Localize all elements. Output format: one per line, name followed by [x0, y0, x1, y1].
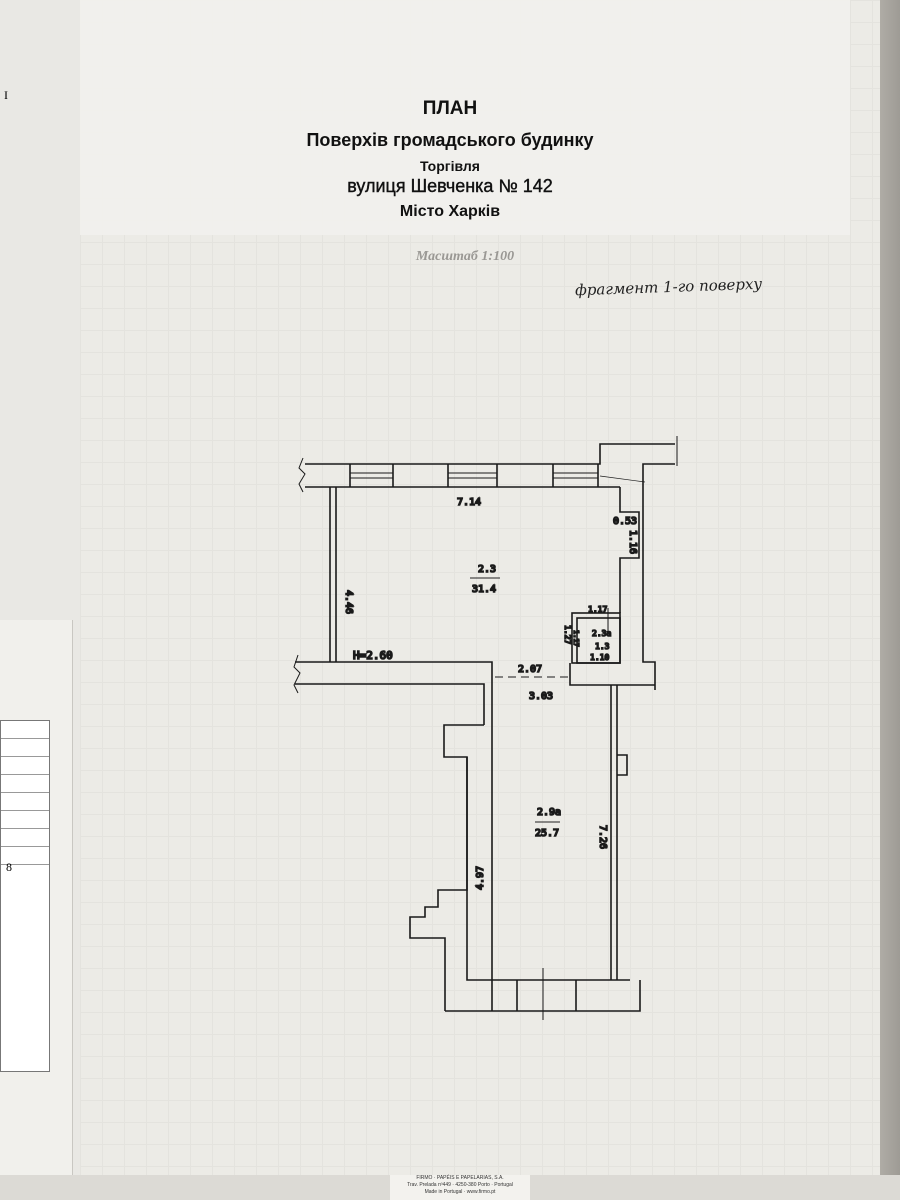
dim-niche-h: 1.16 — [627, 530, 638, 554]
dim-lower-right: 7.26 — [597, 825, 608, 849]
top-wall — [298, 436, 678, 493]
room-small-number: 2.3а — [592, 629, 611, 638]
footer-line-3: Made in Portugal · www.firmo.pt — [424, 1189, 496, 1195]
paper-manufacturer-label: FIRMO · PAPÉIS E PAPELARIAS, S.A. Trav. … — [390, 1175, 530, 1200]
side-mark: I — [4, 88, 8, 102]
lower-room — [409, 685, 641, 1020]
ceiling-height: H=2.60 — [353, 649, 393, 662]
plan-address: вулиця Шевченка № 142 — [347, 176, 553, 196]
room-main-area: 31.4 — [472, 584, 496, 595]
right-walls — [599, 463, 675, 690]
dim-opening: 2.07 — [518, 664, 542, 675]
dim-left-main: 4.46 — [343, 590, 354, 614]
plan-purpose: Торгівля — [420, 158, 480, 174]
side-number: 8 — [6, 860, 12, 874]
dim-lower-top: 3.03 — [529, 691, 553, 702]
header-overlay — [80, 0, 850, 235]
footer-line-1: FIRMO · PAPÉIS E PAPELARIAS, S.A. — [416, 1175, 504, 1181]
plan-scale: Масштаб 1:100 — [415, 249, 515, 264]
room-lower-area: 25.7 — [535, 828, 559, 839]
side-table — [0, 720, 50, 1072]
footer-line-2: Trav. Prelada nº449 · 4250-380 Porto · P… — [407, 1182, 513, 1188]
dim-small-bottom: 1.10 — [590, 653, 609, 662]
plan-subtitle: Поверхів громадського будинку — [306, 130, 594, 150]
room-lower-number: 2.9а — [537, 807, 561, 818]
plan-city: Місто Харків — [399, 203, 501, 220]
plan-sheet — [80, 0, 880, 1175]
dim-small-left-outer: 1.27 — [563, 625, 572, 644]
dim-lower-left: 4.97 — [475, 866, 486, 890]
plan-title: ПЛАН — [422, 98, 478, 119]
dim-top: 7.14 — [457, 497, 481, 508]
small-room — [495, 608, 655, 686]
left-wall — [293, 487, 493, 1011]
dim-small-top: 1.17 — [588, 605, 607, 614]
dim-small-left-inner: 1.17 — [572, 630, 580, 647]
room-main-number: 2.3 — [478, 564, 496, 575]
room-small-area: 1.3 — [595, 642, 610, 651]
dim-niche-w: 0.53 — [613, 516, 637, 527]
